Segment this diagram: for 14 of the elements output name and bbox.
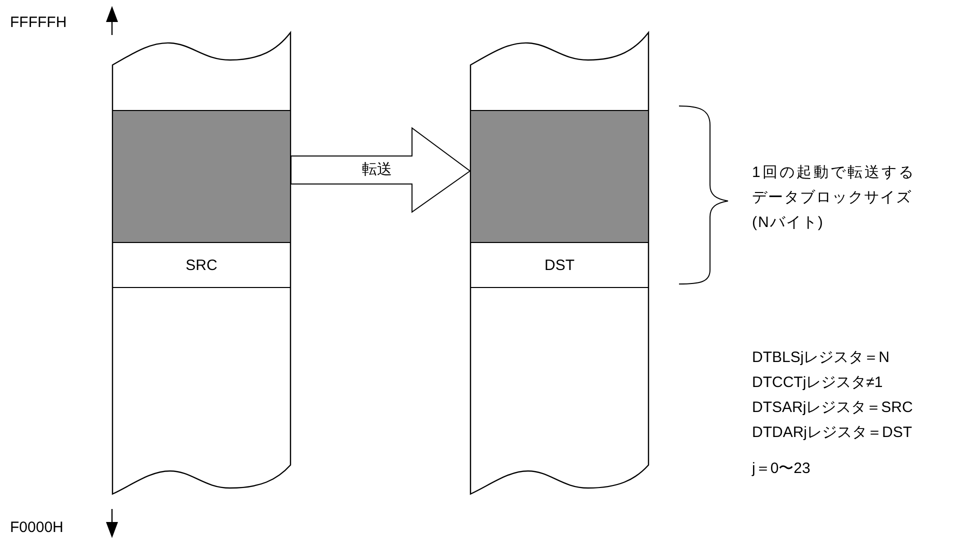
annotation-text: 1回の起動で転送するデータブロックサイズ(Nバイト) bbox=[752, 163, 916, 233]
register-note: DTCCTjレジスタ≠1 bbox=[752, 373, 883, 393]
register-note: DTDARjレジスタ＝DST bbox=[752, 423, 912, 443]
address-label: FFFFFH bbox=[10, 13, 67, 33]
data-block bbox=[112, 110, 291, 243]
register-note: j＝0〜23 bbox=[752, 459, 810, 479]
register-note: DTSARjレジスタ＝SRC bbox=[752, 398, 913, 418]
data-block bbox=[470, 110, 649, 243]
memory-column bbox=[470, 32, 649, 495]
register-note: DTBLSjレジスタ＝N bbox=[752, 348, 890, 368]
address-label: F0000H bbox=[10, 518, 64, 538]
memory-column bbox=[112, 32, 291, 495]
edge-label: 転送 bbox=[362, 160, 392, 180]
block-arrow bbox=[290, 127, 471, 213]
